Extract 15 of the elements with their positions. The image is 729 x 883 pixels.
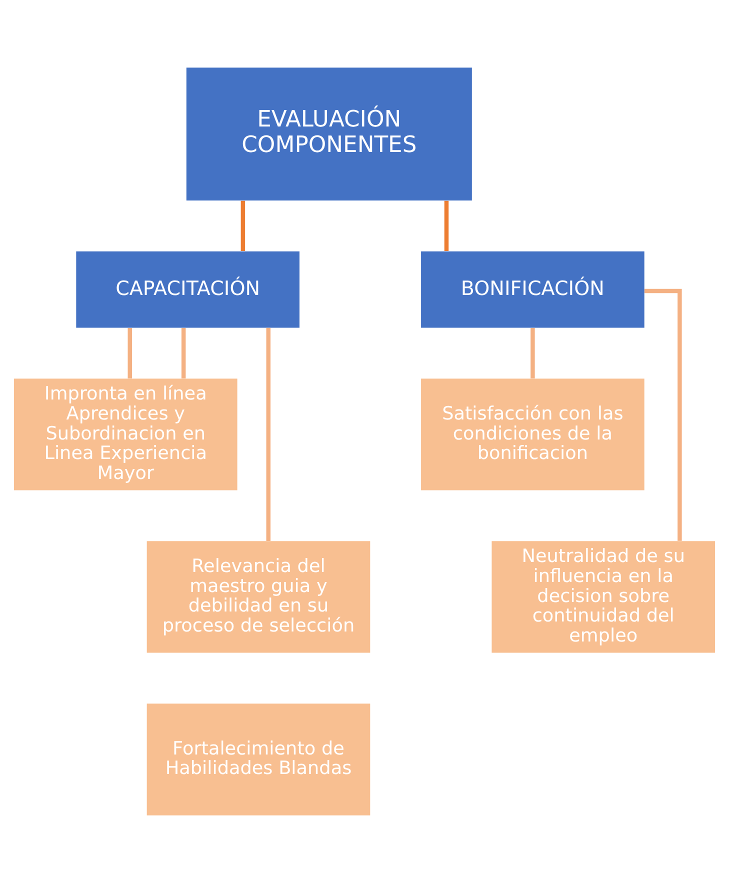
node-box: Neutralidad de su influencia en la decision sobre continuidad del empleo	[492, 541, 716, 653]
connector	[266, 328, 270, 541]
node-box: CAPACITACIÓN	[76, 251, 300, 328]
node-box: Fortalecimiento de Habilidades Blandas	[146, 704, 370, 816]
connector	[530, 328, 535, 378]
node-box: Relevancia del maestro guia y debilidad en su proceso de selección	[146, 541, 370, 653]
node-box: Satisfacción con las condiciones de la bonificacion	[421, 378, 644, 490]
connector	[181, 328, 186, 378]
node-box: BONIFICACIÓN	[421, 251, 644, 328]
node-box: Impronta en línea Aprendices y Subordinacion en Linea Experiencia Mayor	[14, 378, 238, 490]
connector	[444, 200, 449, 252]
connector	[240, 200, 246, 252]
connector	[644, 288, 682, 541]
node-box: EVALUACIÓN COMPONENTES	[186, 68, 472, 201]
connector	[128, 328, 132, 378]
